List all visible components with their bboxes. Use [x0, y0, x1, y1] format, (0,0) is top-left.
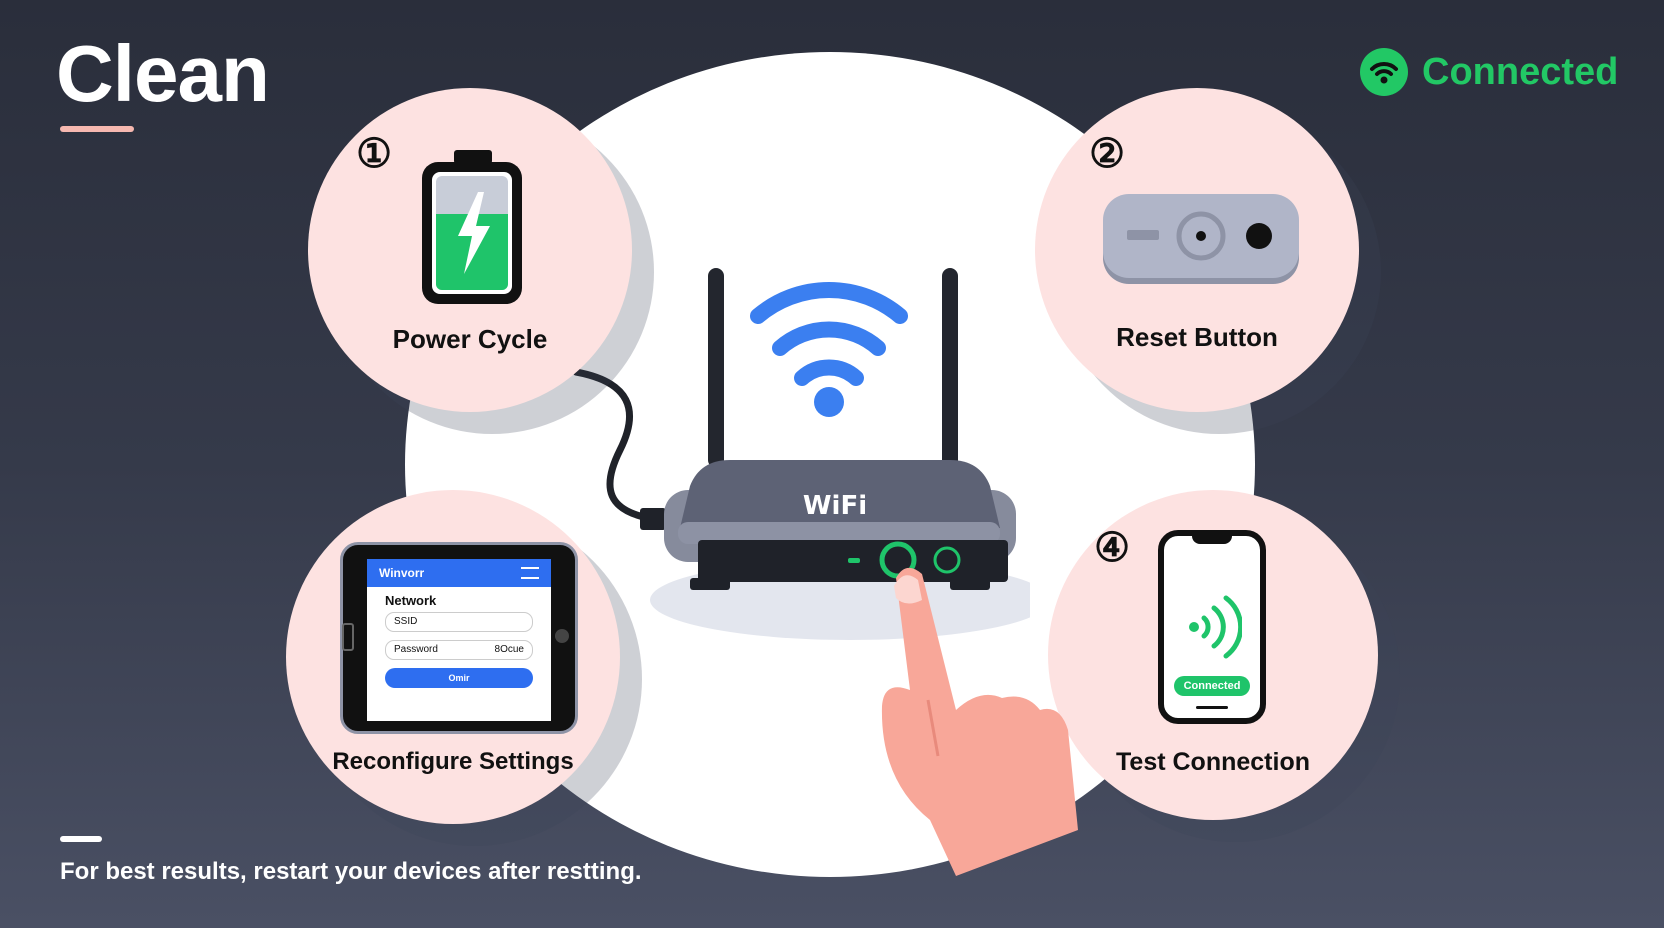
step-power-cycle[interactable]: ① Power Cycle [308, 88, 632, 412]
power-cable [572, 368, 666, 530]
password-input[interactable]: Password 8Ocue [385, 640, 533, 660]
ssid-input[interactable]: SSID [385, 612, 533, 632]
wifi-icon [1360, 48, 1408, 96]
password-placeholder: Password [394, 644, 438, 655]
wifi-signal-icon [750, 282, 908, 417]
signal-waves-icon [1189, 595, 1242, 659]
tablet-app-title: Winvorr [379, 566, 425, 580]
step-number-1: ① [356, 132, 392, 176]
tablet-side-button [342, 623, 354, 651]
tablet-screen: Winvorr Network SSID Password 8Ocue Omir [367, 559, 551, 721]
title-underline [60, 126, 134, 132]
step-label: Power Cycle [392, 324, 548, 354]
tablet-submit-button[interactable]: Omir [385, 668, 533, 688]
step-label: Test Connection [1116, 748, 1310, 776]
password-value: 8Ocue [494, 644, 524, 655]
hand-pointer-icon [881, 567, 1078, 876]
step-reset-button[interactable]: ② Reset Button [1035, 88, 1359, 412]
step-reconfigure-settings[interactable]: Winvorr Network SSID Password 8Ocue Omir… [286, 490, 620, 824]
footer-divider [60, 836, 102, 842]
router-illustration: WiFi [650, 268, 1030, 640]
step-label: Reset Button [1116, 322, 1278, 352]
tablet-home-button [555, 629, 569, 643]
connection-status: Connected [1360, 48, 1618, 96]
router-brand-label: WiFi [803, 491, 867, 521]
tablet-section-title: Network [385, 593, 437, 608]
reset-button-icon [1103, 194, 1299, 284]
battery-charging-icon [422, 150, 522, 304]
tablet-settings-icon: Winvorr Network SSID Password 8Ocue Omir [340, 542, 578, 734]
status-label: Connected [1422, 50, 1619, 93]
phone-notch [1192, 534, 1232, 544]
step-number-2: ② [1089, 132, 1125, 176]
phone-home-bar [1196, 706, 1228, 709]
step-label: Reconfigure Settings [332, 748, 574, 775]
phone-connected-icon: Connected [1158, 530, 1266, 724]
page-title: Clean [56, 29, 270, 118]
step-number-4: ④ [1094, 526, 1130, 570]
menu-icon[interactable] [521, 567, 539, 579]
footer-note: For best results, restart your devices a… [60, 858, 642, 885]
step-test-connection[interactable]: ④ Connected Test Connection [1048, 490, 1378, 820]
connected-badge: Connected [1174, 676, 1250, 696]
